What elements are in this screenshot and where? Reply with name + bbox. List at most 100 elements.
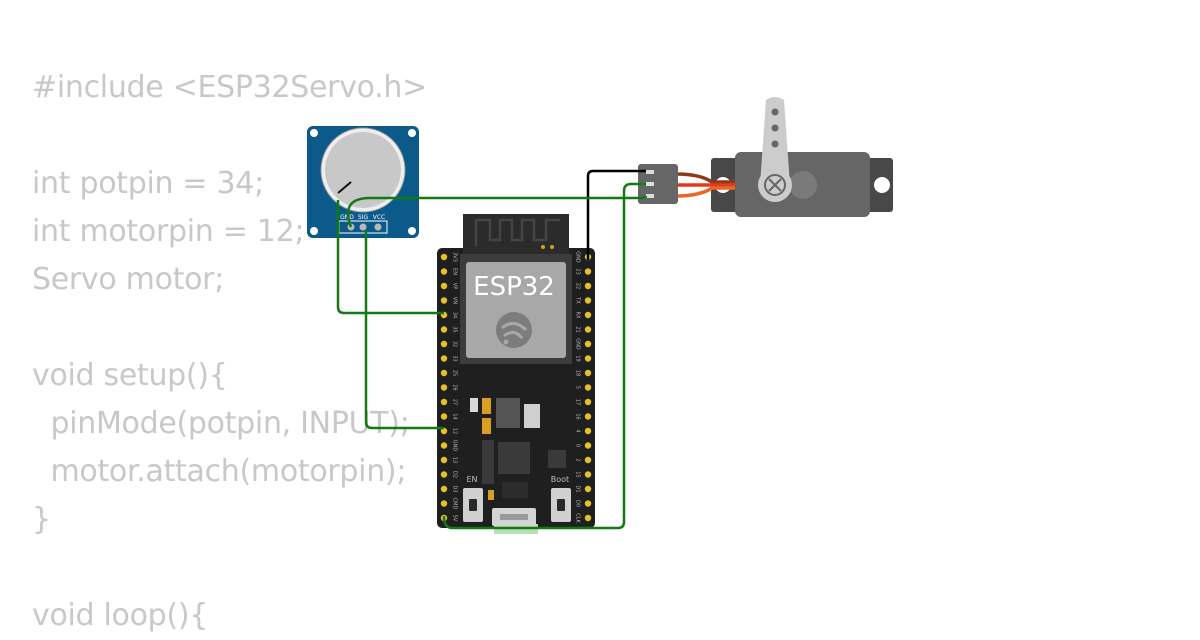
esp32-pin-right-2[interactable]: [584, 282, 592, 290]
esp32-pin-label-left-2: VP: [452, 283, 458, 289]
esp32-pin-left-13[interactable]: [440, 442, 448, 449]
esp32-pin-right-9[interactable]: [584, 384, 592, 391]
esp32-pin-left-17[interactable]: [440, 500, 448, 507]
component: [482, 398, 491, 414]
wire-gnd-servo[interactable]: [586, 169, 646, 260]
esp32-pin-right-10[interactable]: [584, 398, 592, 406]
code-line: Servo motor;: [32, 262, 225, 297]
esp32-board[interactable]: ESP32 EN Boot 3V3ENVPVN34353233252627141…: [437, 214, 595, 534]
code-line: int motorpin = 12;: [32, 214, 305, 249]
connector-pin[interactable]: [646, 170, 654, 174]
esp32-pins: 3V3ENVPVN343532332526271412GND13D2D3CMD5…: [440, 251, 592, 523]
antenna-pad: [550, 245, 554, 249]
esp32-pin-right-6[interactable]: [584, 340, 592, 348]
wire-pot-to-gpio34[interactable]: [336, 200, 444, 315]
esp32-pin-right-8[interactable]: [584, 369, 592, 377]
esp32-pin-label-right-17: D0: [575, 500, 581, 507]
esp32-pin-label-left-15: D2: [452, 471, 458, 478]
esp32-pin-label-right-10: 17: [575, 399, 581, 405]
pot-pin-label-sig: SIG: [358, 214, 369, 221]
esp32-pin-label-right-8: 18: [575, 370, 581, 376]
wire-pot-sig-to-gpio12[interactable]: [364, 230, 444, 430]
esp32-pin-label-right-14: 2: [575, 458, 581, 461]
connector-pin[interactable]: [646, 194, 654, 198]
esp32-shield: [466, 262, 566, 358]
esp32-pin-left-11[interactable]: [440, 413, 448, 420]
horn-hole: [771, 108, 779, 116]
esp32-pin-left-15[interactable]: [440, 471, 448, 478]
potentiometer[interactable]: GND SIG VCC: [307, 126, 419, 238]
esp32-pin-left-14[interactable]: [440, 456, 448, 464]
esp32-pin-right-3[interactable]: [584, 297, 592, 304]
esp32-pin-right-18[interactable]: [584, 514, 592, 522]
voltage-regulator: [496, 398, 520, 428]
servo-gear-boss: [789, 171, 817, 199]
pot-knob[interactable]: [325, 132, 401, 208]
code-line: motor.attach(motorpin);: [32, 454, 407, 489]
esp32-pin-left-3[interactable]: [440, 297, 448, 304]
esp32-pin-right-13[interactable]: [584, 442, 592, 449]
component: [502, 482, 528, 498]
esp32-pin-right-11[interactable]: [584, 413, 592, 420]
esp32-pin-right-15[interactable]: [584, 471, 592, 478]
esp32-pin-right-5[interactable]: [584, 326, 592, 333]
esp32-pin-right-17[interactable]: [584, 500, 592, 507]
esp32-pin-right-14[interactable]: [584, 456, 592, 464]
esp32-pin-label-right-18: CLK: [575, 513, 581, 523]
esp32-pin-label-right-13: 0: [575, 444, 581, 447]
esp32-pin-left-2[interactable]: [440, 282, 448, 290]
esp32-pin-right-12[interactable]: [584, 427, 592, 435]
code-line: #include <ESP32Servo.h>: [32, 70, 427, 105]
esp32-pin-label-left-11: 14: [452, 413, 458, 419]
esp32-pin-left-7[interactable]: [440, 355, 448, 362]
code-line: pinMode(potpin, INPUT);: [32, 406, 410, 441]
pot-pin-vcc[interactable]: [374, 223, 382, 231]
esp32-pin-label-right-0: GND: [575, 251, 581, 263]
esp32-pin-left-8[interactable]: [440, 369, 448, 377]
en-button-cap: [469, 499, 477, 511]
esp32-pin-left-12[interactable]: [440, 427, 448, 435]
pot-pin-sig[interactable]: [359, 223, 367, 231]
esp32-pin-label-left-8: 25: [452, 370, 458, 376]
esp32-pin-label-right-1: 23: [575, 268, 581, 274]
wire-gnd-pot-servo[interactable]: [346, 195, 648, 228]
component: [482, 418, 491, 434]
esp32-pin-left-9[interactable]: [440, 384, 448, 391]
esp32-pin-left-16[interactable]: [440, 485, 448, 493]
mount-hole: [310, 227, 318, 235]
component: [482, 440, 494, 484]
esp32-pin-label-right-7: 19: [575, 355, 581, 361]
component: [470, 398, 478, 412]
esp32-pin-left-6[interactable]: [440, 340, 448, 348]
code-line: void setup(){: [32, 358, 228, 393]
esp32-pin-label-right-11: 16: [575, 413, 581, 419]
esp32-pin-left-5[interactable]: [440, 326, 448, 333]
esp32-pin-label-left-3: VN: [452, 297, 458, 304]
mount-hole: [408, 227, 416, 235]
code-line: }: [32, 502, 51, 537]
component: [524, 404, 540, 428]
esp32-pin-label-left-4: 34: [452, 312, 458, 318]
esp32-pin-right-7[interactable]: [584, 355, 592, 362]
wire-5v-to-servo[interactable]: [442, 182, 646, 530]
antenna-pad: [541, 245, 545, 249]
esp32-pin-label-right-3: TX: [575, 296, 581, 304]
esp32-pin-left-1[interactable]: [440, 268, 448, 275]
esp32-pin-right-1[interactable]: [584, 268, 592, 275]
esp32-pin-label-left-1: EN: [452, 268, 458, 275]
connector-pin[interactable]: [646, 182, 654, 186]
mount-hole: [310, 129, 318, 137]
esp32-pin-label-left-12: 12: [452, 428, 458, 434]
horn-screw-icon: [764, 174, 786, 196]
en-button-label: EN: [466, 475, 477, 484]
esp32-pin-label-left-6: 32: [452, 341, 458, 347]
esp32-pin-left-10[interactable]: [440, 398, 448, 406]
esp32-pin-label-right-16: D1: [575, 485, 581, 492]
code-listing: #include <ESP32Servo.h> int potpin = 34;…: [32, 64, 427, 640]
esp32-pin-left-0[interactable]: [440, 253, 448, 261]
espressif-logo-icon: [496, 312, 532, 348]
esp32-pin-right-16[interactable]: [584, 485, 592, 493]
horn-hole: [771, 140, 779, 148]
servo-motor[interactable]: [638, 97, 893, 217]
esp32-pin-right-4[interactable]: [584, 311, 592, 319]
